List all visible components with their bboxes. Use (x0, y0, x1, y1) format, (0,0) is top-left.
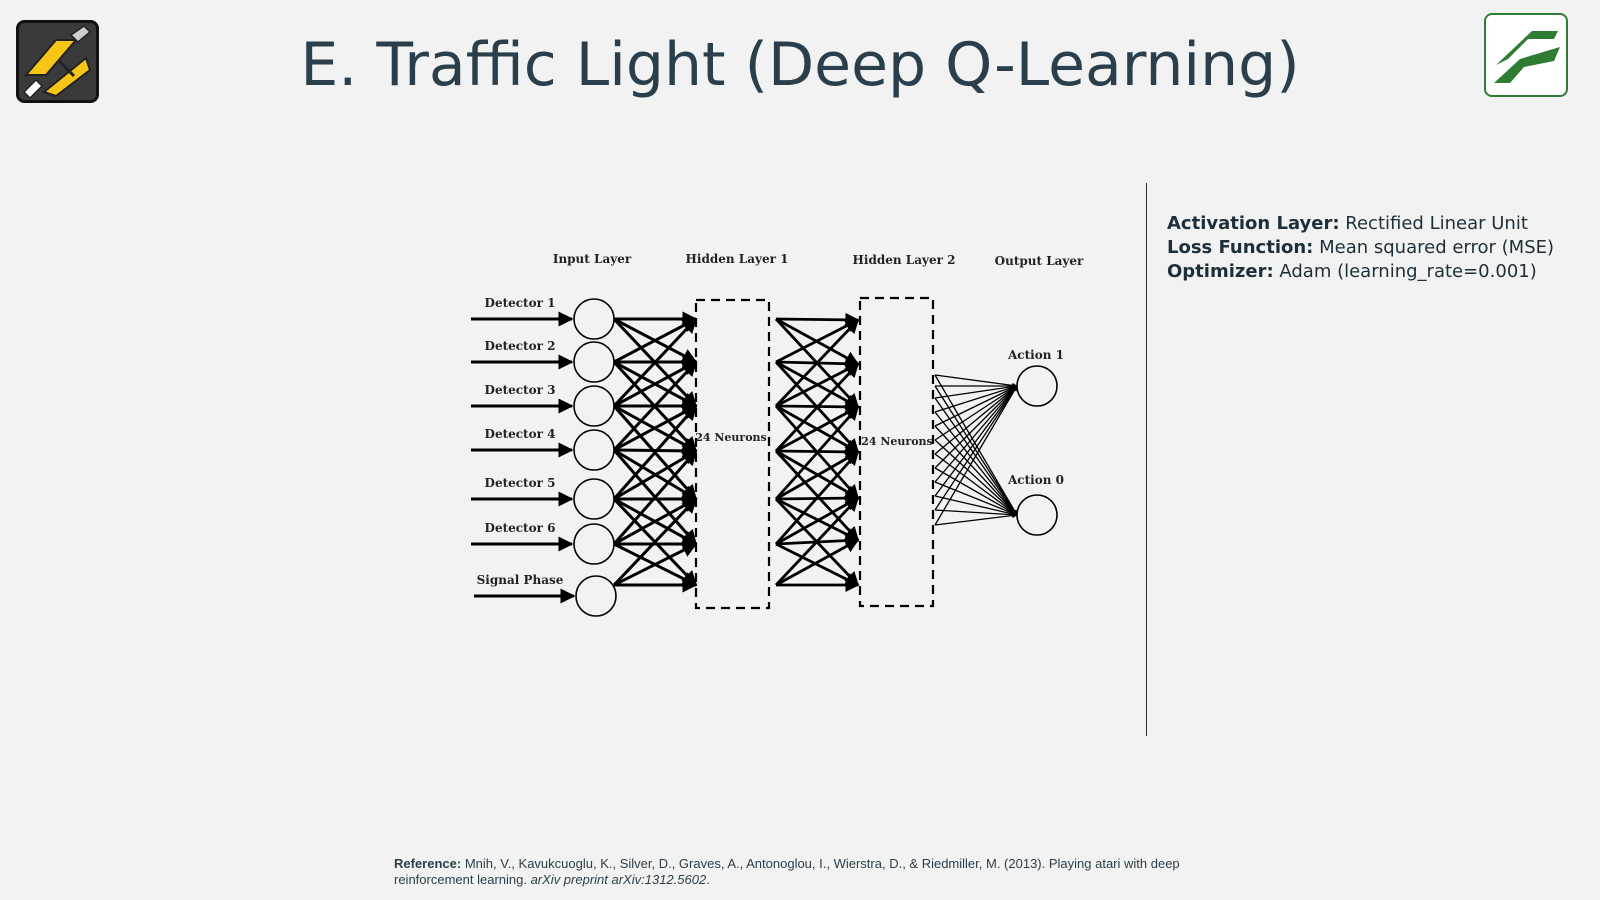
input-node-label: Detector 2 (485, 339, 556, 353)
edge-h1-h2 (774, 405, 860, 500)
input-layer-label: Input Layer (553, 252, 632, 266)
activation-label: Activation Layer: (1167, 213, 1340, 234)
output-node-label: Action 1 (1007, 348, 1064, 362)
network-edges (612, 311, 1018, 593)
model-info: Activation Layer: Rectified Linear Unit … (1167, 212, 1554, 284)
input-node (573, 341, 615, 383)
hidden-layer-1-box (694, 298, 771, 610)
hidden-layer-2-neurons: 24 Neurons (861, 435, 933, 448)
edge-h1-h2 (775, 538, 860, 587)
input-node (573, 385, 615, 427)
activation-value: Rectified Linear Unit (1339, 213, 1528, 234)
input-node-label: Detector 1 (485, 296, 556, 310)
slide-title: E. Traffic Light (Deep Q-Learning) (300, 30, 1300, 100)
optimizer-value: Adam (learning_rate=0.001) (1273, 261, 1537, 282)
edge-input-h1 (612, 404, 698, 500)
edge-input-h1 (612, 360, 698, 452)
vertical-divider (1146, 183, 1147, 736)
edge-h2-output (934, 411, 1018, 516)
input-nodes: Detector 1 Detector 2 Detector 3 Detector 4… (471, 296, 617, 617)
edge-input-h1 (612, 497, 698, 587)
input-node (575, 575, 617, 617)
reference-text: Mnih, V., Kavukcuoglu, K., Silver, D., G… (394, 856, 1180, 887)
reference-end: . (706, 872, 710, 887)
edge-h1-h2 (775, 405, 860, 453)
edge-input-h1 (612, 449, 698, 545)
edge-h1-h2 (775, 542, 860, 587)
input-node (573, 523, 615, 565)
edge-h1-h2 (774, 318, 860, 407)
input-node-label: Detector 4 (485, 427, 556, 441)
edge-h2-output (934, 481, 1018, 516)
edge-h1-h2 (774, 450, 860, 545)
edge-h1-h2 (774, 450, 860, 542)
input-node-label: Detector 3 (485, 383, 556, 397)
edge-h2-output (934, 374, 1018, 388)
edge-h2-output (934, 439, 1018, 516)
output-node (1016, 365, 1058, 407)
edge-h2-output (934, 385, 1018, 497)
activation-row: Activation Layer: Rectified Linear Unit (1167, 212, 1554, 236)
output-node-label: Action 0 (1007, 473, 1064, 487)
edge-h2-output (934, 385, 1018, 511)
edge-h2-output (934, 385, 1018, 427)
edge-h2-output (934, 385, 1018, 483)
road-sign-logo-icon (16, 20, 99, 103)
edge-h1-h2 (774, 496, 860, 586)
hidden-layer-2-box (858, 296, 935, 608)
loss-row: Loss Function: Mean squared error (MSE) (1167, 236, 1554, 260)
optimizer-label: Optimizer: (1167, 261, 1274, 282)
edge-h2-output (934, 385, 1018, 469)
edge-h2-output (934, 512, 1018, 526)
edge-h1-h2 (775, 312, 860, 327)
edge-h2-output (934, 495, 1018, 517)
reference-label: Reference: (394, 856, 462, 871)
hidden-layer-2-label: Hidden Layer 2 (853, 253, 956, 267)
edge-h2-output (934, 384, 1018, 413)
edge-h2-output (934, 509, 1018, 518)
edge-input-h1 (613, 542, 698, 587)
edge-h1-h2 (775, 450, 860, 501)
edge-h2-output (934, 385, 1018, 526)
edge-h2-output (934, 467, 1018, 516)
hidden-layer-1-label: Hidden Layer 1 (686, 252, 789, 266)
reference-venue: arXiv preprint arXiv:1312.5602 (530, 872, 707, 887)
input-node (573, 429, 615, 471)
input-node-label: Signal Phase (477, 573, 564, 587)
input-node-label: Detector 6 (485, 521, 556, 535)
output-nodes: Action 1 Action 0 (1007, 348, 1064, 536)
input-node (573, 478, 615, 520)
loss-label: Loss Function: (1167, 237, 1314, 258)
edge-h2-output (934, 453, 1018, 516)
output-node (1016, 494, 1058, 536)
edge-h2-output (934, 425, 1018, 516)
loss-value: Mean squared error (MSE) (1313, 237, 1555, 258)
edge-h2-output (934, 374, 1018, 516)
edge-h2-output (934, 385, 1018, 441)
edge-h2-output (934, 385, 1018, 455)
output-layer-label: Output Layer (995, 254, 1084, 268)
input-node (573, 298, 615, 340)
hidden-layer-1-neurons: 24 Neurons (695, 431, 767, 444)
green-road-logo-icon (1484, 13, 1568, 97)
edge-h1-h2 (774, 362, 860, 452)
reference: Reference: Mnih, V., Kavukcuoglu, K., Si… (394, 856, 1194, 888)
edge-h2-output (934, 384, 1018, 399)
input-node-label: Detector 5 (485, 476, 556, 490)
edge-input-h1 (612, 317, 698, 408)
optimizer-row: Optimizer: Adam (learning_rate=0.001) (1167, 260, 1554, 284)
